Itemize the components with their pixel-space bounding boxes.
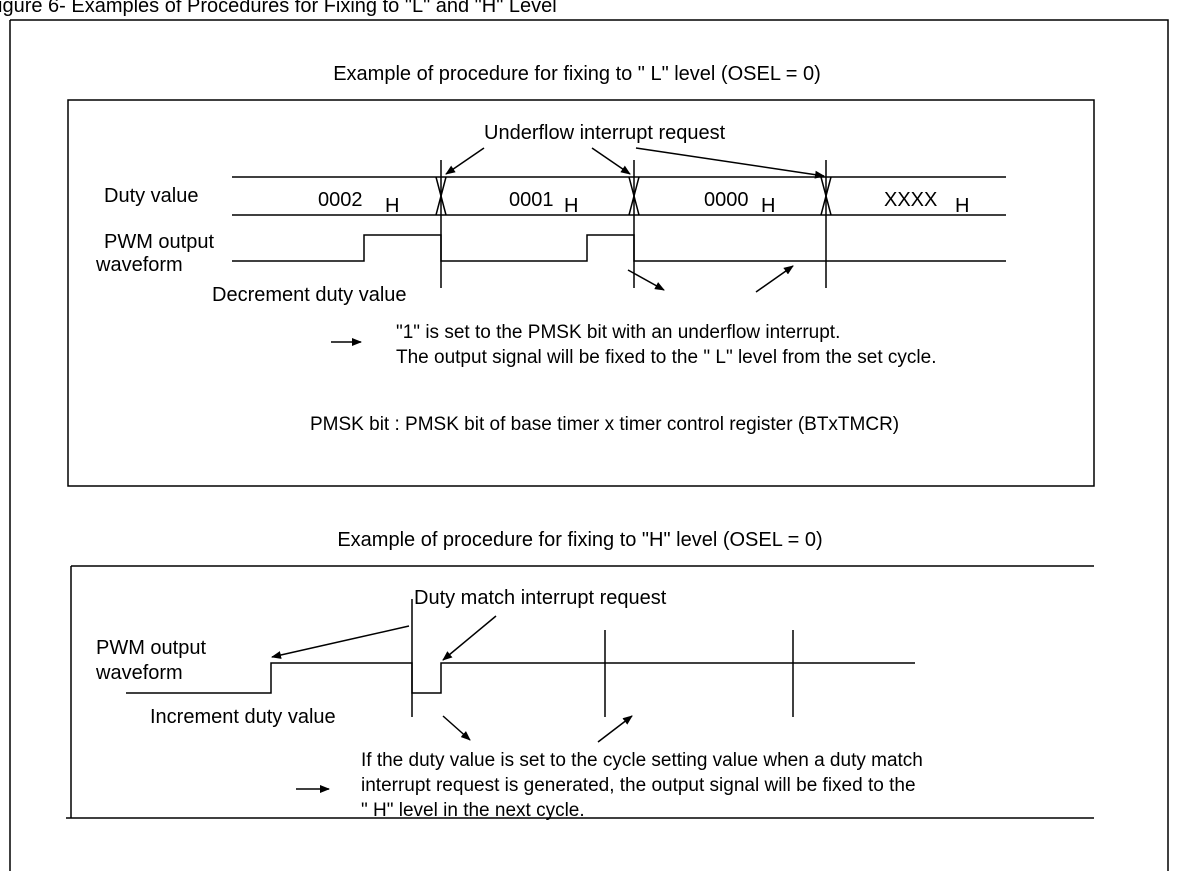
upper-note-line2: The output signal will be fixed to the "… [396, 347, 936, 368]
duty-value-0: 0002 [318, 189, 363, 211]
upper-note-line1: "1" is set to the PMSK bit with an under… [396, 322, 840, 343]
increment-label: Increment duty value [150, 706, 336, 728]
decrement-label: Decrement duty value [212, 284, 407, 306]
duty-value-2: 0000 [704, 189, 749, 211]
duty-hex-suffix-3: H [955, 195, 969, 217]
underflow-arrow-3 [635, 147, 825, 179]
underflow-arrow-1 [445, 147, 485, 175]
fix-arrow-down [627, 269, 665, 291]
fix-arrow-up [755, 265, 794, 293]
lower-note-line2: interrupt request is generated, the outp… [361, 775, 916, 796]
lower-pwm-waveform [126, 662, 915, 694]
lower-box [66, 565, 1094, 819]
lower-pwm-label-line1: PWM output [96, 637, 206, 659]
lower-fix-arrow-down [442, 715, 471, 741]
lower-pwm-label-line2: waveform [95, 662, 183, 684]
duty-value-label: Duty value [104, 185, 199, 207]
upper-pwm-label-line1: PWM output [104, 231, 214, 253]
outer-frame [10, 19, 1169, 871]
match-arrow-left [271, 625, 410, 659]
upper-box [67, 99, 1095, 487]
bus-transitions [435, 176, 832, 216]
lower-note-line1: If the duty value is set to the cycle se… [361, 750, 923, 771]
underflow-arrow-2 [591, 147, 631, 175]
upper-pwm-label-line2: waveform [95, 254, 183, 276]
duty-value-1: 0001 [509, 189, 554, 211]
duty-value-3: XXXX [884, 189, 937, 211]
upper-pwm-waveform [232, 234, 1006, 262]
upper-title: Example of procedure for fixing to " L" … [333, 63, 821, 85]
duty-hex-suffix-0: H [385, 195, 399, 217]
pmsk-note: PMSK bit : PMSK bit of base timer x time… [310, 414, 899, 435]
duty-hex-suffix-2: H [761, 195, 775, 217]
lower-title: Example of procedure for fixing to "H" l… [337, 529, 822, 551]
underflow-label: Underflow interrupt request [484, 122, 726, 144]
match-label: Duty match interrupt request [414, 587, 667, 609]
figure-caption-fragment: igure 6- Examples of Procedures for Fixi… [0, 0, 557, 17]
lower-note-line3: " H" level in the next cycle. [361, 800, 585, 821]
match-arrow-right [442, 615, 497, 661]
lower-fix-arrow-up [597, 715, 633, 743]
duty-hex-suffix-1: H [564, 195, 578, 217]
